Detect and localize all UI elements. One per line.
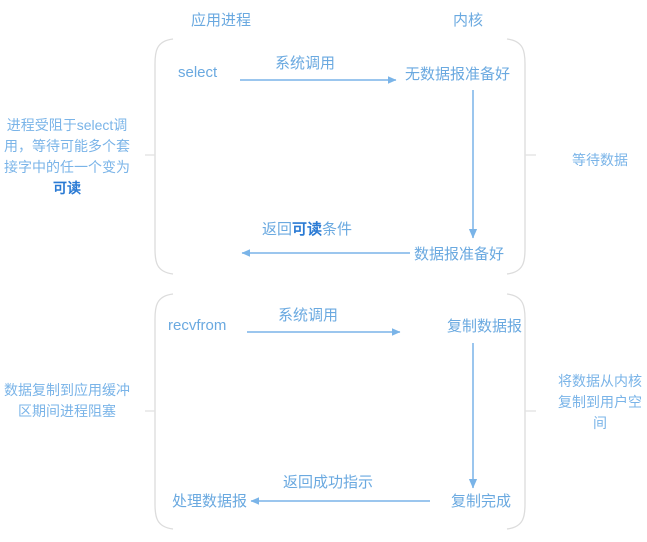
phase1-call-label: select: [178, 64, 218, 81]
phase1-return-label-suffix: 条件: [322, 221, 353, 238]
phase1-return-label-prefix: 返回: [262, 221, 293, 238]
phase2-return-label-prefix: 返回成功指示: [283, 474, 374, 491]
phase2-left-note: 数据复制到应用缓冲区期间进程阻塞: [2, 380, 132, 422]
column-heading-app-process: 应用进程: [191, 12, 252, 29]
phase1-right-note: 等待数据: [572, 152, 628, 168]
phase2-kernel-state-top: 复制数据报: [447, 318, 523, 335]
phase1-kernel-state-bottom: 数据报准备好: [414, 246, 505, 263]
phase1-left-note-emphasis: 可读: [53, 180, 81, 196]
phase2-return-label: 返回成功指示: [283, 473, 373, 493]
phase1-return-label-emphasis: 可读: [292, 221, 323, 238]
phase1-left-bracket: [145, 38, 174, 275]
phase2-result-label: 处理数据报: [172, 493, 248, 510]
phase1-left-note: 进程受阻于select调用，等待可能多个套接字中的任一个变为可读: [2, 115, 132, 199]
phase1-kernel-state-top: 无数据报准备好: [405, 66, 511, 83]
phase1-right-bracket: [506, 38, 536, 275]
column-heading-kernel: 内核: [453, 12, 484, 29]
phase2-right-note: 将数据从内核复制到用户空间: [558, 373, 642, 431]
phase1-syscall-label: 系统调用: [275, 55, 336, 72]
phase2-syscall-label: 系统调用: [278, 307, 339, 324]
phase1-left-note-prefix: 进程受阻于select调用，等待可能多个套接字中的任一个变为: [4, 117, 130, 175]
phase1-return-label: 返回可读条件: [262, 220, 352, 240]
phase2-left-note-prefix: 数据复制到应用缓冲区期间进程阻塞: [4, 382, 130, 419]
phase2-call-label: recvfrom: [168, 317, 227, 334]
phase2-kernel-state-bottom: 复制完成: [451, 493, 512, 510]
